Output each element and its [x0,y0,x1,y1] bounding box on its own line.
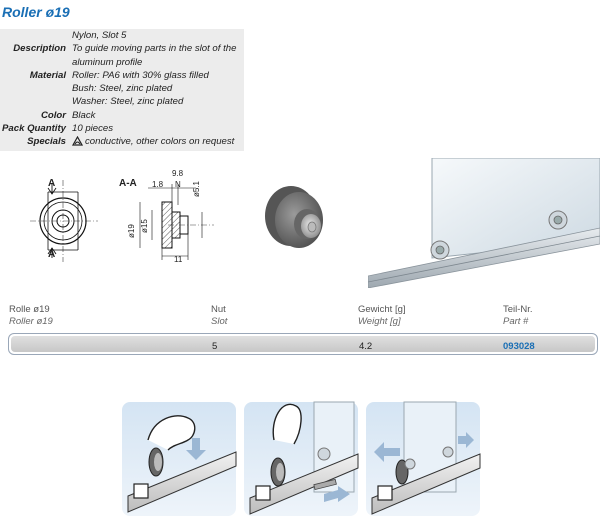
table-row: 5 4.2 093028 [8,333,598,355]
spec-key: Description [13,43,66,55]
spec-value: To guide moving parts in the slot of the [72,43,237,55]
installation-photo [368,158,600,288]
spec-row-specials: Specials conductive, other colors on req… [0,135,244,150]
assembly-steps [122,401,481,516]
spec-value: Roller: PA6 with 30% glass filled [72,69,209,81]
esd-icon [71,136,84,150]
section-label: A-A [119,178,137,189]
dim-15: ø15 [140,219,149,233]
dim-1-8: 1.8 [152,180,164,189]
section-marker-bottom: A [48,249,56,260]
page-title: Roller ø19 [2,4,70,20]
spec-value: 10 pieces [72,123,114,135]
dim-n: N [175,180,181,189]
col-roller: Rolle ø19 Roller ø19 [9,304,53,327]
cell-slot: 5 [212,341,218,352]
spec-value: Black [72,109,96,121]
col-slot: Nut Slot [211,304,228,327]
spec-key: Pack Quantity [2,123,66,135]
spec-key: Color [40,109,66,121]
dim-19: ø19 [127,224,136,238]
spec-subtitle: Nylon, Slot 5 [72,30,127,41]
spec-value: conductive, other colors on request [85,136,235,148]
step-1-illustration [122,402,237,516]
step-3-illustration [366,401,481,516]
spec-row-material: Material Roller: PA6 with 30% glass fill… [0,69,244,109]
cell-weight: 4.2 [359,341,373,352]
col-part: Teil-Nr. Part # [503,304,533,327]
spec-key: Specials [27,136,66,148]
section-view-drawing [139,184,214,260]
cell-part-number[interactable]: 093028 [503,341,535,352]
roller-photo [265,186,323,248]
section-marker-top: A [48,178,56,189]
spec-key: Material [29,69,66,81]
spec-table: Nylon, Slot 5 Description To guide movin… [0,29,244,151]
dim-5-1: ø5.1 [192,180,201,197]
dim-11: 11 [174,255,183,264]
spec-value: Washer: Steel, zinc plated [72,96,184,108]
spec-value: aluminum profile [72,56,143,68]
front-view-drawing [30,180,98,262]
col-weight: Gewicht [g] Weight [g] [358,304,406,327]
spec-row-color: Color Black [0,109,244,122]
dim-9-8: 9.8 [172,169,184,178]
table-header: Rolle ø19 Roller ø19 Nut Slot Gewicht [g… [0,302,600,332]
spec-row-subtitle: Nylon, Slot 5 [0,29,244,42]
spec-row-description: Description To guide moving parts in the… [0,42,244,69]
spec-value: Bush: Steel, zinc plated [72,83,173,95]
spec-row-pack: Pack Quantity 10 pieces [0,122,244,135]
step-2-illustration [244,401,359,516]
